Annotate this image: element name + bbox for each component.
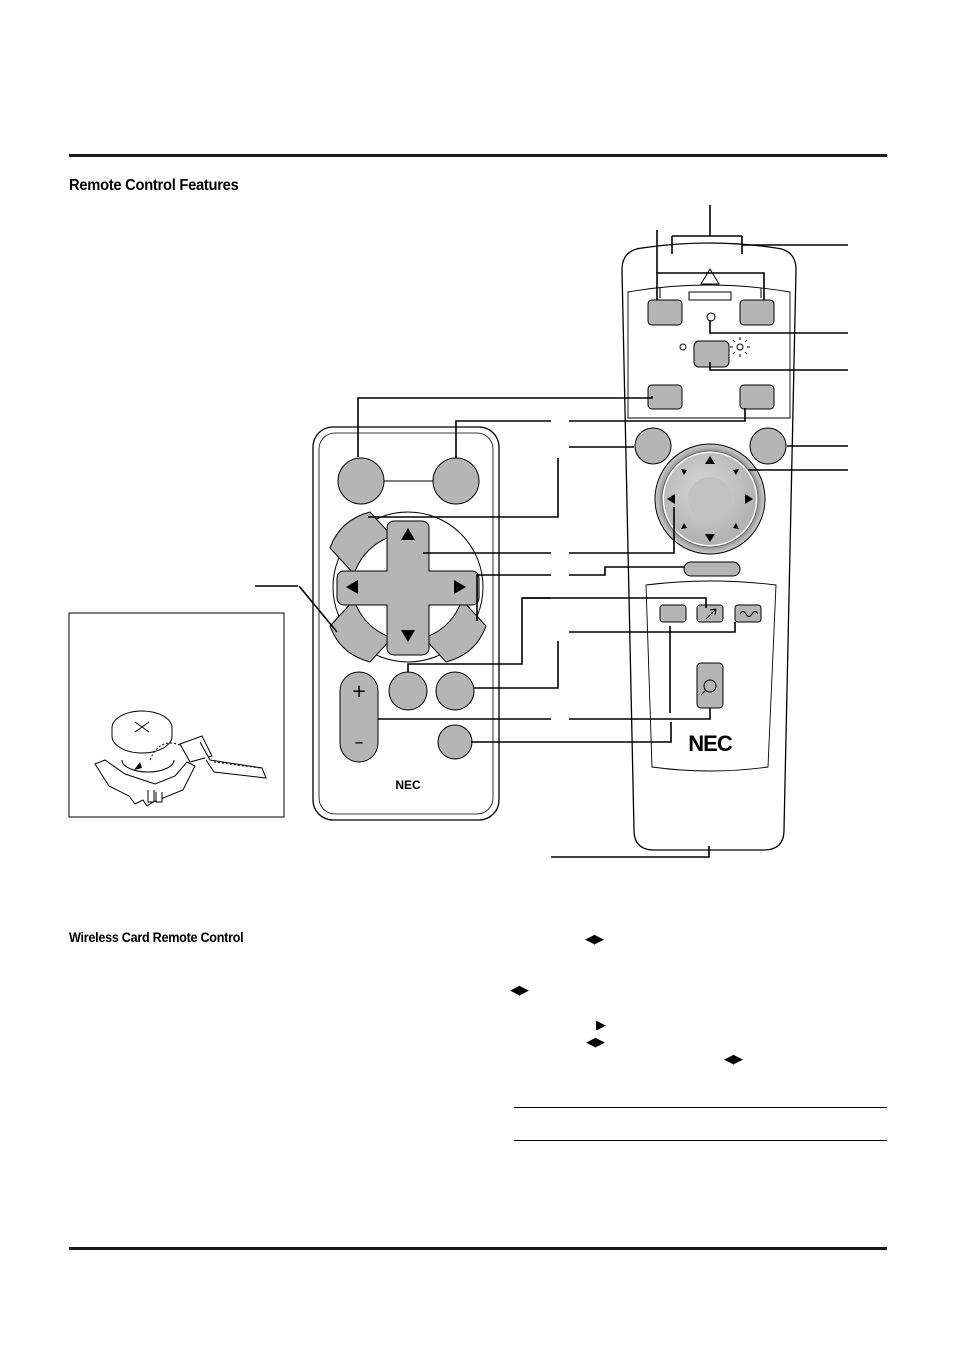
note-rule-bottom bbox=[514, 1140, 887, 1141]
volume-minus-mark: – bbox=[355, 732, 364, 753]
left-right-arrows-1: ◀▶ bbox=[585, 931, 604, 946]
note-rule-top bbox=[514, 1107, 887, 1108]
section-heading: Remote Control Features bbox=[69, 177, 239, 194]
remote-nec-logo: NEC bbox=[688, 731, 733, 756]
bottom-rule bbox=[69, 1247, 887, 1250]
wireless-card-heading: Wireless Card Remote Control bbox=[69, 929, 244, 945]
stick-remote bbox=[621, 242, 797, 851]
left-right-arrows-2: ◀▶ bbox=[510, 982, 529, 997]
card-remote bbox=[312, 426, 500, 821]
volume-plus-mark: + bbox=[351, 681, 366, 702]
left-right-arrows-3: ◀▶ bbox=[586, 1034, 605, 1049]
left-right-arrows-4: ◀▶ bbox=[724, 1051, 743, 1066]
card-nec-logo: NEC bbox=[395, 778, 421, 792]
battery-inset bbox=[68, 612, 285, 818]
right-arrow: ▶ bbox=[596, 1017, 606, 1032]
leader-lines bbox=[255, 205, 848, 858]
top-rule bbox=[69, 154, 887, 157]
